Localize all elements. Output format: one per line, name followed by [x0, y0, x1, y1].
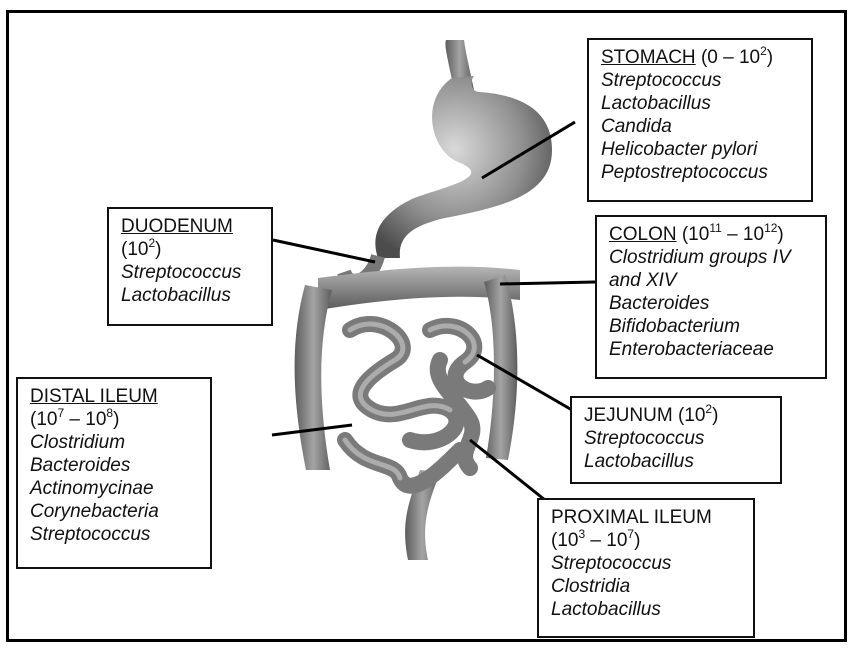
duodenum-bacterium: Lactobacillus	[121, 284, 261, 307]
distal-ileum-name: DISTAL ILEUM	[30, 385, 200, 408]
stomach-bacterium: Candida	[601, 115, 801, 138]
proximal-ileum-range: (103 – 107)	[551, 529, 743, 552]
stomach-range-exp: 2	[760, 44, 767, 58]
proximal-ileum-exp-a: 3	[578, 527, 585, 541]
duodenum-range-base: (10	[121, 239, 148, 260]
duodenum-name: DUODENUM	[121, 215, 261, 238]
colon-bacterium: and XIV	[609, 269, 815, 292]
proximal-ileum-bacterium: Lactobacillus	[551, 598, 743, 621]
proximal-ileum-range-close: )	[634, 530, 640, 551]
duodenum-bacterium: Streptococcus	[121, 261, 261, 284]
stomach-range-close: )	[767, 47, 773, 68]
colon-label-box: COLON (1011 – 1012) Clostridium groups I…	[595, 215, 827, 379]
jejunum-heading: JEJUNUM (102)	[584, 404, 770, 427]
proximal-ileum-range-a: (10	[551, 530, 578, 551]
leader-duodenum	[273, 240, 375, 262]
distal-ileum-range-b: – 10	[64, 409, 106, 430]
distal-ileum-bacterium: Corynebacteria	[30, 500, 200, 523]
colon-heading: COLON (1011 – 1012)	[609, 223, 815, 246]
proximal-ileum-bacterium: Streptococcus	[551, 552, 743, 575]
colon-ascending	[295, 285, 332, 470]
jejunum-label-box: JEJUNUM (102) Streptococcus Lactobacillu…	[570, 396, 782, 484]
jejunum-name: JEJUNUM	[584, 405, 673, 426]
colon-bacterium: Clostridium groups IV	[609, 246, 815, 269]
colon-bacterium: Enterobacteriaceae	[609, 338, 815, 361]
duodenum-range-close: )	[155, 239, 161, 260]
duodenum-range-exp: 2	[148, 236, 155, 250]
stomach	[375, 76, 552, 258]
colon-bacterium: Bacteroides	[609, 292, 815, 315]
colon-exp-b: 12	[764, 221, 777, 235]
distal-ileum-exp-b: 8	[106, 406, 113, 420]
proximal-ileum-label-box: PROXIMAL ILEUM (103 – 107) Streptococcus…	[537, 498, 755, 638]
jejunum-bacterium: Streptococcus	[584, 427, 770, 450]
stomach-bacterium: Helicobacter pylori	[601, 138, 801, 161]
colon-exp-a: 11	[709, 221, 721, 235]
jejunum-range-close: )	[712, 405, 718, 426]
distal-ileum-bacterium: Bacteroides	[30, 454, 200, 477]
distal-ileum-range-close: )	[113, 409, 119, 430]
distal-ileum-range: (107 – 108)	[30, 408, 200, 431]
stomach-name: STOMACH	[601, 47, 696, 68]
duodenum-range: (102)	[121, 238, 261, 261]
stomach-bacterium: Lactobacillus	[601, 92, 801, 115]
distal-ileum-range-a: (10	[30, 409, 57, 430]
distal-ileum-bacterium: Clostridium	[30, 431, 200, 454]
stomach-bacterium: Streptococcus	[601, 69, 801, 92]
proximal-ileum-exp-b: 7	[627, 527, 634, 541]
stomach-heading: STOMACH (0 – 102)	[601, 46, 801, 69]
jejunum-bacterium: Lactobacillus	[584, 450, 770, 473]
distal-ileum-label-box: DISTAL ILEUM (107 – 108) Clostridium Bac…	[16, 377, 212, 569]
proximal-ileum-range-b: – 10	[585, 530, 627, 551]
distal-ileum-bacterium: Streptococcus	[30, 523, 200, 546]
distal-ileum-exp-a: 7	[57, 406, 64, 420]
proximal-ileum-bacterium: Clostridia	[551, 575, 743, 598]
colon-name: COLON	[609, 224, 677, 245]
proximal-ileum-name: PROXIMAL ILEUM	[551, 506, 743, 529]
stomach-range: 0 – 10	[707, 47, 760, 68]
jejunum-range-base: (10	[678, 405, 705, 426]
colon-range-b: – 10	[722, 224, 764, 245]
duodenum-label-box: DUODENUM (102) Streptococcus Lactobacill…	[107, 207, 273, 326]
jejunum-range-exp: 2	[705, 402, 712, 416]
stomach-bacterium: Peptostreptococcus	[601, 161, 801, 184]
colon-range-close: )	[777, 224, 783, 245]
leader-colon	[500, 282, 595, 284]
colon-range-a: (10	[682, 224, 709, 245]
distal-ileum-bacterium: Actinomycinae	[30, 477, 200, 500]
stomach-label-box: STOMACH (0 – 102) Streptococcus Lactobac…	[587, 38, 813, 202]
colon-bacterium: Bifidobacterium	[609, 315, 815, 338]
